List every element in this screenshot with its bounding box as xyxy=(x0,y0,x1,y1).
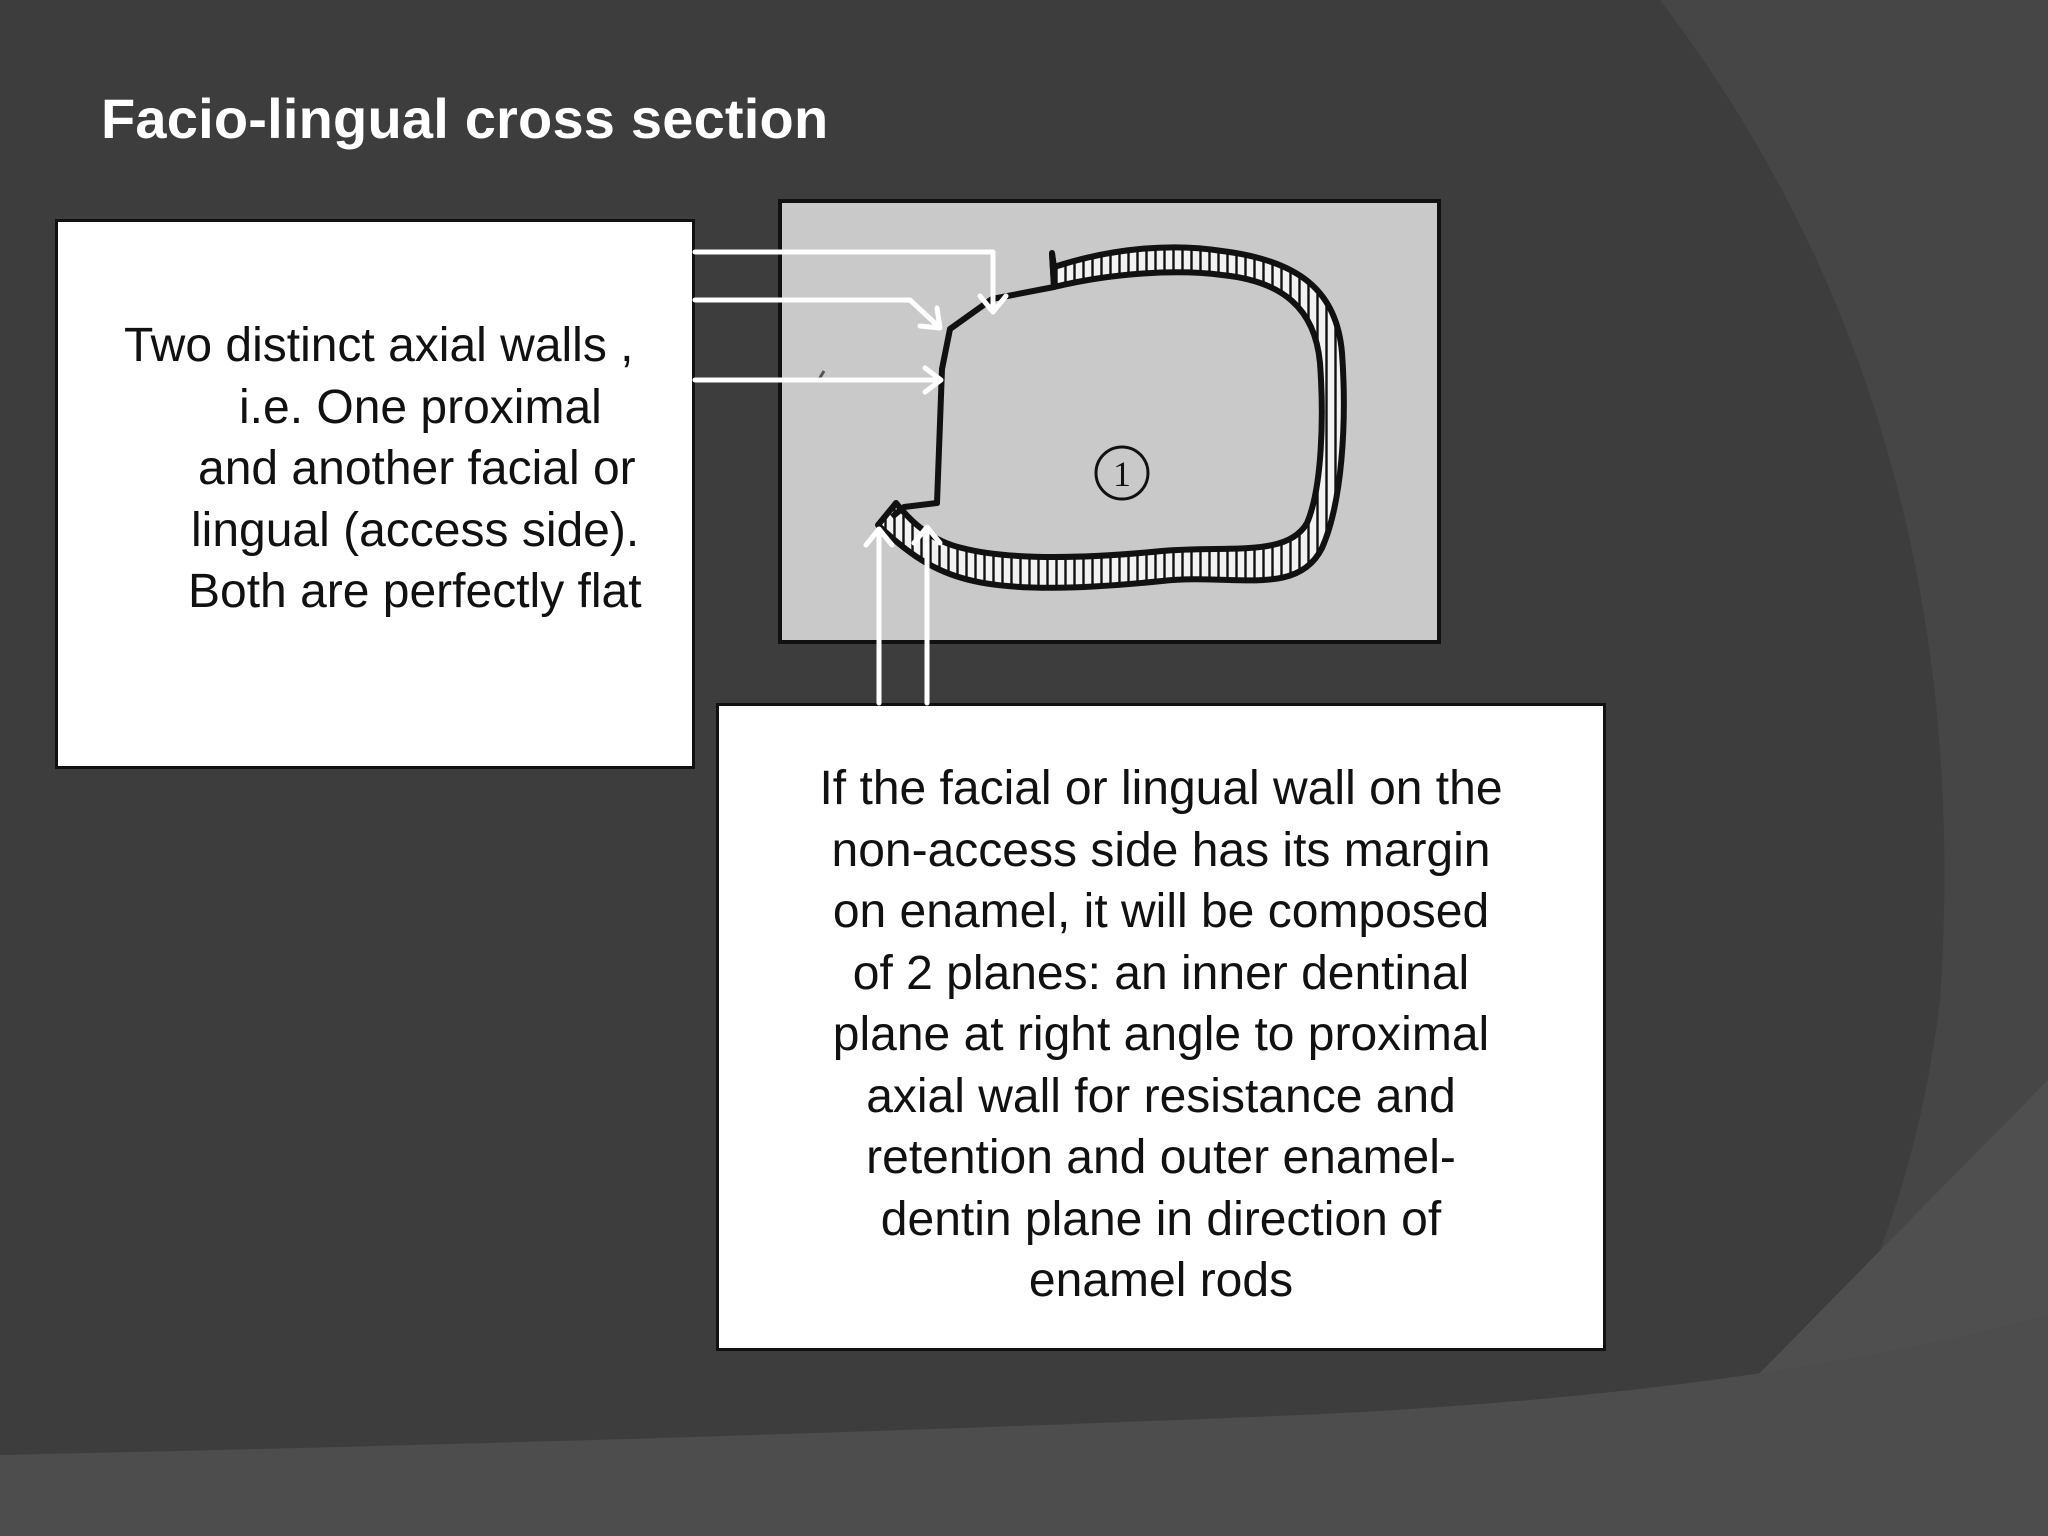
callout-bottom-line-4: of 2 planes: an inner dentinal xyxy=(852,947,1470,1000)
callout-bottom-line-8: dentin plane in direction of xyxy=(880,1193,1442,1246)
callout-left-line-2: i.e. One proximal xyxy=(239,381,602,434)
callout-left-line-1: Two distinct axial walls , xyxy=(124,319,634,372)
callout-bottom-line-1: If the facial or lingual wall on the xyxy=(819,762,1503,815)
callout-bottom-line-5: plane at right angle to proximal xyxy=(832,1008,1490,1061)
callout-bottom-line-7: retention and outer enamel- xyxy=(866,1131,1456,1184)
callout-bottom-line-6: axial wall for resistance and xyxy=(866,1070,1456,1123)
callout-left-line-4: lingual (access side). xyxy=(191,504,640,557)
figure-label: 1 xyxy=(1113,454,1131,494)
callout-left-line-3: and another facial or xyxy=(198,442,636,495)
callout-non-access-wall: If the facial or lingual wall on the non… xyxy=(716,703,1606,1351)
callout-bottom-line-9: enamel rods xyxy=(1028,1254,1294,1307)
slide-title: Facio-lingual cross section xyxy=(101,87,829,150)
callout-bottom-line-3: on enamel, it will be composed xyxy=(832,885,1490,938)
cross-section-figure: 1 xyxy=(778,199,1441,644)
callout-bottom-line-2: non-access side has its margin xyxy=(831,824,1491,877)
figure-label-circle xyxy=(1094,445,1150,501)
cross-section-drawing: 1 xyxy=(816,244,1347,591)
callout-left-line-5: Both are perfectly flat xyxy=(188,565,642,618)
callout-axial-walls: Two distinct axial walls , i.e. One prox… xyxy=(55,219,695,769)
